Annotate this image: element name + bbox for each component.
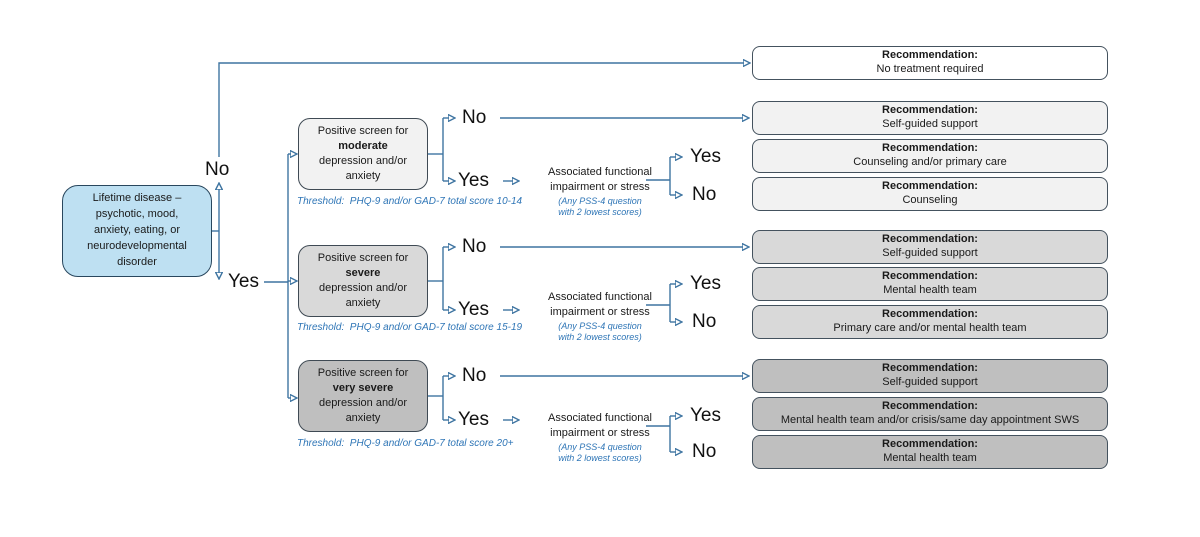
decision-label-no: No [692, 441, 717, 462]
decision-label-yes: Yes [690, 405, 721, 426]
impairment-text: Associated functional impairment or stre… [548, 412, 652, 439]
impairment-text: Associated functional impairment or stre… [548, 291, 652, 318]
screen-node-text: Positive screen for moderate depression … [317, 125, 409, 182]
recommendation-title: Recommendation: [882, 308, 978, 321]
decision-label-yes: Yes [458, 299, 489, 320]
recommendation-box-counseling: Recommendation: Counseling [752, 177, 1108, 211]
impairment-note: (Any PSS-4 question with 2 lowest scores… [558, 195, 642, 218]
decision-label-no: No [462, 236, 487, 257]
impairment-text: Associated functional impairment or stre… [548, 166, 652, 193]
recommendation-box-mental-health-team-2: Recommendation: Mental health team [752, 435, 1108, 469]
recommendation-box-crisis-same-day: Recommendation: Mental health team and/o… [752, 397, 1108, 431]
recommendation-title: Recommendation: [882, 49, 978, 62]
recommendation-title: Recommendation: [882, 400, 978, 413]
impairment-node-moderate: Associated functional impairment or stre… [520, 165, 680, 219]
threshold-note-very-severe: Threshold: PHQ-9 and/or GAD-7 total scor… [297, 438, 514, 449]
recommendation-title: Recommendation: [882, 142, 978, 155]
screen-node-text: Positive screen for severe depression an… [317, 252, 409, 309]
recommendation-body: Mental health team and/or crisis/same da… [780, 414, 1080, 426]
decision-label-no: No [462, 107, 487, 128]
decision-label-yes: Yes [458, 170, 489, 191]
decision-label-yes: Yes [458, 409, 489, 430]
recommendation-title: Recommendation: [882, 270, 978, 283]
recommendation-title: Recommendation: [882, 233, 978, 246]
decision-label-no: No [692, 311, 717, 332]
recommendation-box-counseling-primary-care: Recommendation: Counseling and/or primar… [752, 139, 1108, 173]
recommendation-title: Recommendation: [882, 438, 978, 451]
recommendation-box-mental-health-team: Recommendation: Mental health team [752, 267, 1108, 301]
root-node-text: Lifetime disease – psychotic, mood, anxi… [87, 192, 187, 268]
recommendation-box-no-treatment: Recommendation: No treatment required [752, 46, 1108, 80]
recommendation-body: Self-guided support [882, 118, 978, 130]
recommendation-box-self-guided-moderate: Recommendation: Self-guided support [752, 101, 1108, 135]
recommendation-box-primary-care-mental-health: Recommendation: Primary care and/or ment… [752, 305, 1108, 339]
impairment-note: (Any PSS-4 question with 2 lowest scores… [558, 320, 642, 343]
recommendation-body: Counseling and/or primary care [853, 156, 1007, 168]
recommendation-body: No treatment required [876, 63, 984, 75]
recommendation-body: Self-guided support [882, 247, 978, 259]
impairment-node-severe: Associated functional impairment or stre… [520, 290, 680, 344]
recommendation-body: Counseling [902, 194, 958, 206]
decision-label-no: No [692, 184, 717, 205]
threshold-note-severe: Threshold: PHQ-9 and/or GAD-7 total scor… [297, 322, 523, 333]
impairment-node-very-severe: Associated functional impairment or stre… [520, 411, 680, 465]
recommendation-body: Primary care and/or mental health team [833, 322, 1027, 334]
recommendation-body: Self-guided support [882, 376, 978, 388]
threshold-note-moderate: Threshold: PHQ-9 and/or GAD-7 total scor… [297, 196, 523, 207]
root-node-lifetime-disease: Lifetime disease – psychotic, mood, anxi… [62, 185, 212, 277]
recommendation-body: Mental health team [883, 284, 977, 296]
recommendation-title: Recommendation: [882, 362, 978, 375]
decision-label-yes: Yes [228, 271, 259, 292]
recommendation-box-self-guided-very-severe: Recommendation: Self-guided support [752, 359, 1108, 393]
recommendation-title: Recommendation: [882, 104, 978, 117]
recommendation-title: Recommendation: [882, 180, 978, 193]
decision-label-yes: Yes [690, 146, 721, 167]
decision-label-no: No [462, 365, 487, 386]
recommendation-box-self-guided-severe: Recommendation: Self-guided support [752, 230, 1108, 264]
screen-node-moderate: Positive screen for moderate depression … [298, 118, 428, 190]
decision-label-yes: Yes [690, 273, 721, 294]
impairment-note: (Any PSS-4 question with 2 lowest scores… [558, 441, 642, 464]
screen-node-severe: Positive screen for severe depression an… [298, 245, 428, 317]
screen-node-very-severe: Positive screen for very severe depressi… [298, 360, 428, 432]
screen-node-text: Positive screen for very severe depressi… [317, 367, 409, 424]
recommendation-body: Mental health team [883, 452, 977, 464]
decision-label-no: No [205, 159, 230, 180]
